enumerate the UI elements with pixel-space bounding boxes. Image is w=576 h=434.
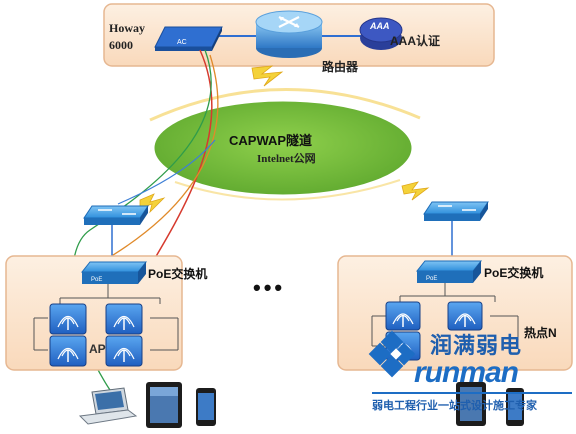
- access-point-icon: [447, 301, 483, 331]
- ap-wiring: [33, 284, 179, 351]
- lightning-icon: [251, 65, 284, 87]
- cloud-swoosh: [149, 88, 421, 122]
- internet-cloud: [151, 98, 415, 198]
- access-point-icon: [385, 301, 421, 331]
- hq-label-line2: 6000: [109, 38, 133, 52]
- phone-icon: [196, 388, 216, 426]
- edge-switch-icon: [83, 205, 149, 225]
- edge-switch-icon: [423, 201, 489, 221]
- phone-icon: [506, 388, 524, 426]
- router-label: 路由器: [322, 60, 359, 74]
- cloud-swoosh: [174, 179, 401, 201]
- lightning-icon: [401, 181, 430, 201]
- poe-label-left: PoE交换机: [148, 267, 208, 281]
- ellipsis: •••: [253, 275, 286, 300]
- hotspot-label: 热点N: [524, 326, 557, 340]
- watermark-underline: [372, 392, 572, 394]
- aaa-icon-label: AAA: [370, 21, 390, 31]
- watermark-brand-cn: 润满弱电: [430, 333, 523, 358]
- poe-switch-label-right: PoE: [426, 276, 438, 282]
- internet-label: Intelnet公网: [257, 153, 316, 165]
- aaa-server-icon: [359, 17, 403, 50]
- capwap-tunnel-line: [104, 54, 219, 261]
- tunnel-label: CAPWAP隧道: [229, 133, 313, 148]
- watermark-slogan: 弱电工程行业一站式设计施工专家: [372, 400, 537, 412]
- watermark-logo-icon: [368, 330, 416, 378]
- poe-label-right: PoE交换机: [484, 266, 544, 280]
- access-point-icon: [105, 303, 143, 335]
- capwap-tunnel-line: [117, 139, 216, 205]
- ap-wiring: [371, 283, 519, 347]
- tablet-icon: [146, 382, 182, 428]
- access-point-icon: [105, 335, 143, 367]
- access-point-icon: [49, 335, 87, 367]
- poe-switch-label-left: PoE: [91, 277, 103, 283]
- poe-switch-icon: [80, 261, 148, 284]
- watermark-brand-en: runman: [414, 356, 519, 389]
- access-point-icon: [49, 303, 87, 335]
- aaa-label: AAA认证: [390, 34, 440, 48]
- ac-controller-icon: [154, 26, 223, 51]
- router-icon: [255, 10, 323, 58]
- poe-switch-icon: [415, 260, 483, 283]
- hq-label-line1: Howay: [109, 21, 145, 35]
- laptop-icon: [78, 387, 138, 425]
- ap-label: AP: [89, 342, 106, 356]
- ac-label: AC: [177, 39, 187, 46]
